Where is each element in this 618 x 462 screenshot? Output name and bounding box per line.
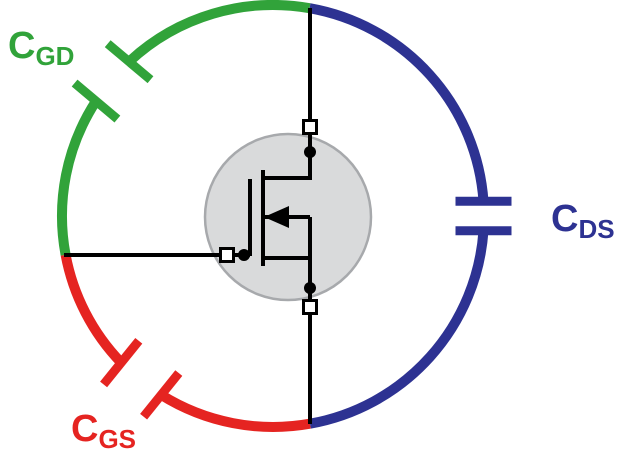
cgd-capacitor-plate-icon [71,79,121,123]
cgd-arc-segment-top [125,0,311,66]
cds-arc-segment-bottom [309,230,489,429]
drain-junction-dot [304,146,316,158]
gate-terminal-square [219,247,235,263]
cgs-arc-segment-left [60,253,125,367]
gate-junction-dot [238,249,250,261]
cds-arc-group [308,3,512,429]
cds-label-subscript: DS [578,214,614,244]
cds-label: CDS [551,198,615,244]
cgd-arc-segment-left [57,98,101,256]
cgd-label: CGD [8,25,74,71]
mosfet-symbol [64,8,312,424]
cgs-label-subscript: GS [98,424,136,454]
cgs-label-symbol: C [71,408,98,450]
source-junction-dot [304,282,316,294]
cgd-label-subscript: GD [35,41,74,71]
cgs-arc-segment-bottom [158,390,311,432]
drain-lead-wire [263,8,312,180]
cgs-capacitor-plate-icon [140,370,183,420]
cds-label-symbol: C [551,198,578,240]
cgd-arc-group [57,0,311,256]
cgs-arc-group [60,253,311,432]
cgs-capacitor-plate-icon [100,337,143,388]
drain-terminal-square [302,119,318,135]
source-terminal-square [302,299,318,315]
cgd-label-symbol: C [8,25,35,67]
nchannel-arrow-icon [264,206,289,228]
cgs-label: CGS [71,408,136,454]
cds-arc-segment-top [308,3,489,202]
cgd-capacitor-plate-icon [104,40,154,84]
